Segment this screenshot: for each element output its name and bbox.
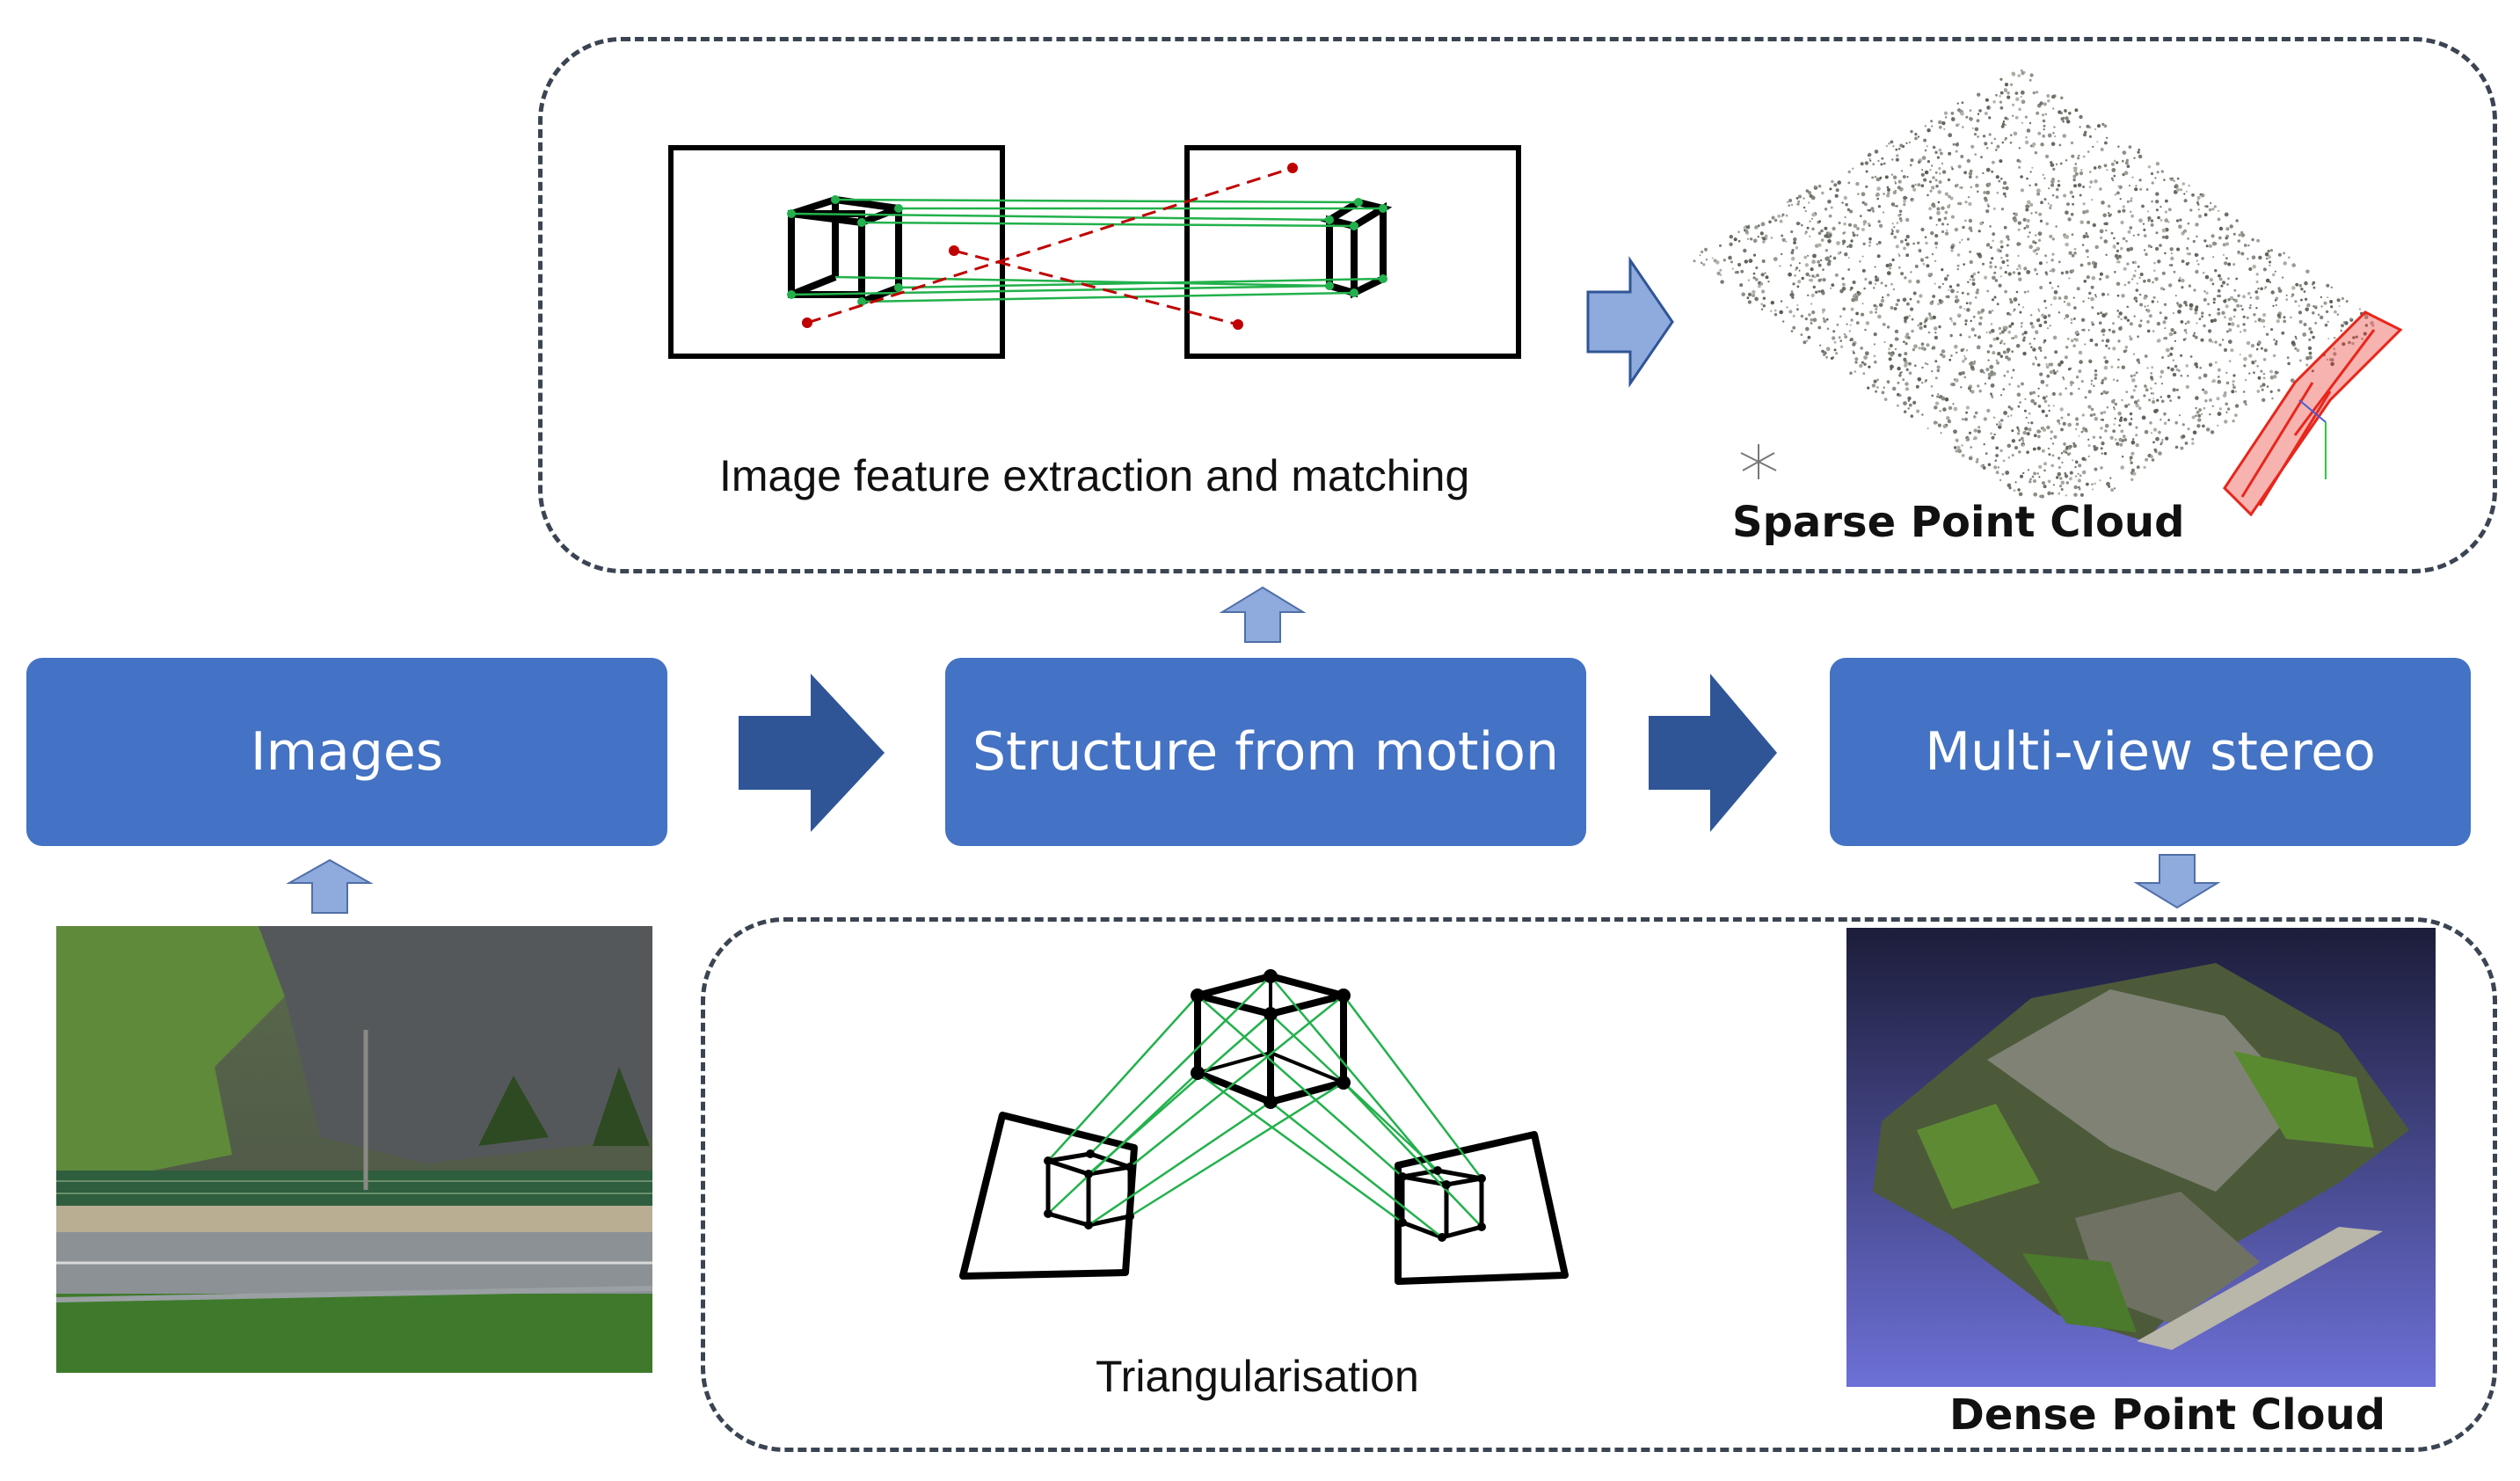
stage-multi-view-stereo: Multi-view stereo bbox=[1830, 658, 2471, 846]
arrow-sfm-to-details bbox=[1219, 586, 1307, 643]
stage-images: Images bbox=[26, 658, 667, 846]
stage-structure-from-motion: Structure from motion bbox=[945, 658, 1586, 846]
arrow-features-to-sparse bbox=[1586, 256, 1674, 388]
stage-sfm-label: Structure from motion bbox=[972, 721, 1559, 783]
triangulation-rays bbox=[1047, 975, 1482, 1238]
sfm-detail-group bbox=[538, 37, 2497, 573]
arrow-images-to-sfm bbox=[739, 674, 885, 832]
triangulation-detail-group bbox=[701, 917, 2497, 1452]
triangulation-figure bbox=[959, 969, 1569, 1285]
sparse-point-cloud-caption: Sparse Point Cloud bbox=[1732, 498, 2185, 547]
stage-mvs-label: Multi-view stereo bbox=[1925, 721, 2376, 783]
sparse-point-cloud-image bbox=[1693, 69, 2403, 517]
arrow-photo-to-images bbox=[286, 858, 374, 914]
outlier-match-lines bbox=[806, 166, 1293, 326]
arrow-sfm-to-mvs bbox=[1649, 674, 1777, 832]
input-photo bbox=[55, 926, 653, 1373]
feature-matching-figure bbox=[668, 145, 1521, 359]
feature-match-lines bbox=[790, 198, 1384, 303]
feature-matching-caption: Image feature extraction and matching bbox=[719, 451, 1470, 500]
right-camera-icon bbox=[1395, 1131, 1569, 1285]
arrow-mvs-to-dense bbox=[2133, 854, 2221, 909]
dense-point-cloud-image bbox=[1846, 928, 2436, 1387]
triangulation-caption: Triangularisation bbox=[1096, 1352, 1419, 1401]
dense-point-cloud-caption: Dense Point Cloud bbox=[1949, 1390, 2386, 1440]
stage-images-label: Images bbox=[250, 721, 444, 783]
